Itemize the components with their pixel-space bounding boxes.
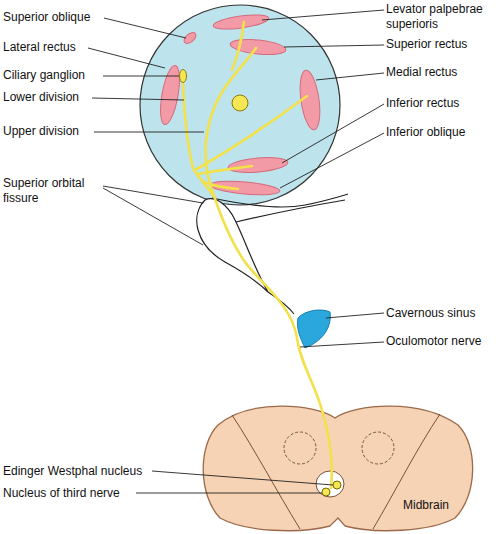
- ganglion-branch: [183, 82, 193, 168]
- callout-label: Superior oblique: [3, 10, 90, 25]
- bone-outline: [268, 292, 294, 314]
- levator-muscle: [212, 12, 269, 32]
- lower-division: [194, 170, 214, 196]
- superior-orbital-fissure: [197, 199, 268, 292]
- leader-line: [104, 18, 186, 38]
- leader-line: [92, 98, 184, 100]
- midbrain-section: Midbrain: [205, 403, 477, 534]
- superior-rectus-muscle: [229, 37, 286, 57]
- callout-label: Inferior oblique: [386, 125, 465, 140]
- node-outline: [205, 403, 477, 534]
- leader-line: [282, 104, 384, 163]
- leader-line: [94, 132, 204, 133]
- red-nucleus: [362, 432, 394, 464]
- upper-division: [206, 48, 256, 196]
- leader-line: [103, 76, 179, 77]
- inferior-oblique-muscle: [210, 179, 281, 197]
- leader-line: [152, 471, 333, 485]
- callout-label: Lower division: [3, 90, 79, 105]
- region-label: Midbrain: [403, 498, 449, 513]
- callout-label: Nucleus of third nerve: [3, 486, 120, 501]
- medial-rectus-branch: [195, 96, 307, 170]
- cavernous-sinus: [297, 310, 330, 348]
- callout-label: Edinger Westphal nucleus: [3, 464, 142, 479]
- callout-label: Lateral rectus: [3, 40, 76, 55]
- levator-branch: [232, 22, 244, 70]
- cerebral-aqueduct: [316, 471, 344, 497]
- bone-outline: [212, 194, 348, 207]
- red-nucleus: [284, 432, 316, 464]
- callout-label: Upper division: [3, 124, 79, 139]
- inferior-oblique-branch: [204, 182, 238, 189]
- leader-line: [136, 493, 322, 494]
- inferior-rectus-muscle: [228, 155, 289, 174]
- leader-line: [284, 45, 384, 47]
- leader-line: [326, 313, 384, 318]
- callout-label: Inferior rectus: [386, 96, 459, 111]
- leader-line: [103, 186, 203, 203]
- leader-line: [300, 342, 384, 347]
- callout-label: Medial rectus: [386, 65, 457, 80]
- leader-line: [262, 10, 384, 20]
- medial-rectus-muscle: [297, 69, 323, 131]
- bone-outline: [236, 200, 345, 222]
- superior-oblique-muscle: [182, 30, 198, 45]
- edinger-westphal-nucleus: [333, 481, 341, 489]
- ciliary-ganglion: [180, 70, 187, 83]
- callout-label: Superior rectus: [386, 37, 467, 52]
- callout-label: Oculomotor nerve: [386, 334, 481, 349]
- oculomotor-nerve: [214, 196, 332, 488]
- callout-label: Cavernous sinus: [386, 306, 475, 321]
- third-nerve-nucleus: [322, 488, 330, 496]
- callout-label: Ciliary ganglion: [3, 68, 85, 83]
- leader-line: [316, 73, 384, 80]
- leader-line: [280, 133, 384, 188]
- peduncle-line: [232, 415, 300, 529]
- inferior-rectus-branch: [198, 166, 252, 174]
- optic-nerve: [232, 95, 248, 111]
- callout-label: Levator palpebrae superioris: [386, 2, 498, 32]
- leader-line: [103, 188, 203, 245]
- orbit-section: [140, 5, 340, 205]
- leader-line: [88, 48, 165, 68]
- lateral-rectus-muscle: [157, 64, 183, 126]
- callout-label: Superior orbital fissure: [3, 176, 103, 206]
- midbrain-outline: [203, 406, 472, 531]
